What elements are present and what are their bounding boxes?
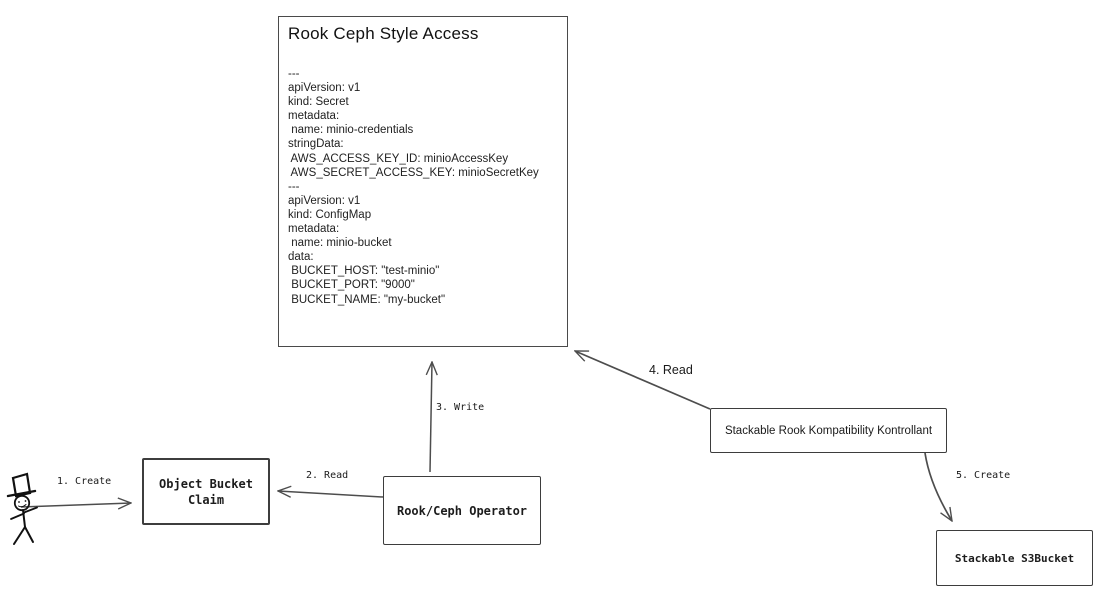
- node-label-stackable-s3bucket: Stackable S3Bucket: [954, 551, 1075, 565]
- node-rook-ceph-operator: Rook/Ceph Operator: [383, 476, 541, 545]
- edge-label-4-read: 4. Read: [649, 363, 693, 377]
- node-object-bucket-claim: Object Bucket Claim: [142, 458, 270, 525]
- arrow-read-secret: [575, 350, 711, 410]
- arrow-write-secret: [430, 362, 432, 473]
- edge-label-2-read: 2. Read: [306, 470, 349, 481]
- node-rook-ceph-style-access: Rook Ceph Style Access ---apiVersion: v1…: [278, 16, 568, 347]
- node-label-rook-ceph-operator: Rook/Ceph Operator: [396, 503, 528, 518]
- edge-label-1-create: 1. Create: [57, 476, 112, 487]
- node-label-stackable-kontrollant: Stackable Rook Kompatibility Kontrollant: [724, 424, 933, 437]
- edge-label-3-write: 3. Write: [436, 402, 485, 413]
- node-stackable-s3bucket: Stackable S3Bucket: [936, 530, 1093, 586]
- node-title-rook-ceph-style-access: Rook Ceph Style Access: [288, 24, 479, 43]
- edge-label-5-create: 5. Create: [956, 470, 1011, 481]
- user-stick-figure-icon: [6, 472, 38, 545]
- arrow-create-s3bucket: [924, 452, 952, 521]
- node-label-object-bucket-claim: Object Bucket Claim: [159, 476, 253, 507]
- arrow-create-obc: [20, 503, 131, 507]
- arrow-read-obc: [278, 491, 384, 497]
- node-stackable-kontrollant: Stackable Rook Kompatibility Kontrollant: [710, 408, 947, 453]
